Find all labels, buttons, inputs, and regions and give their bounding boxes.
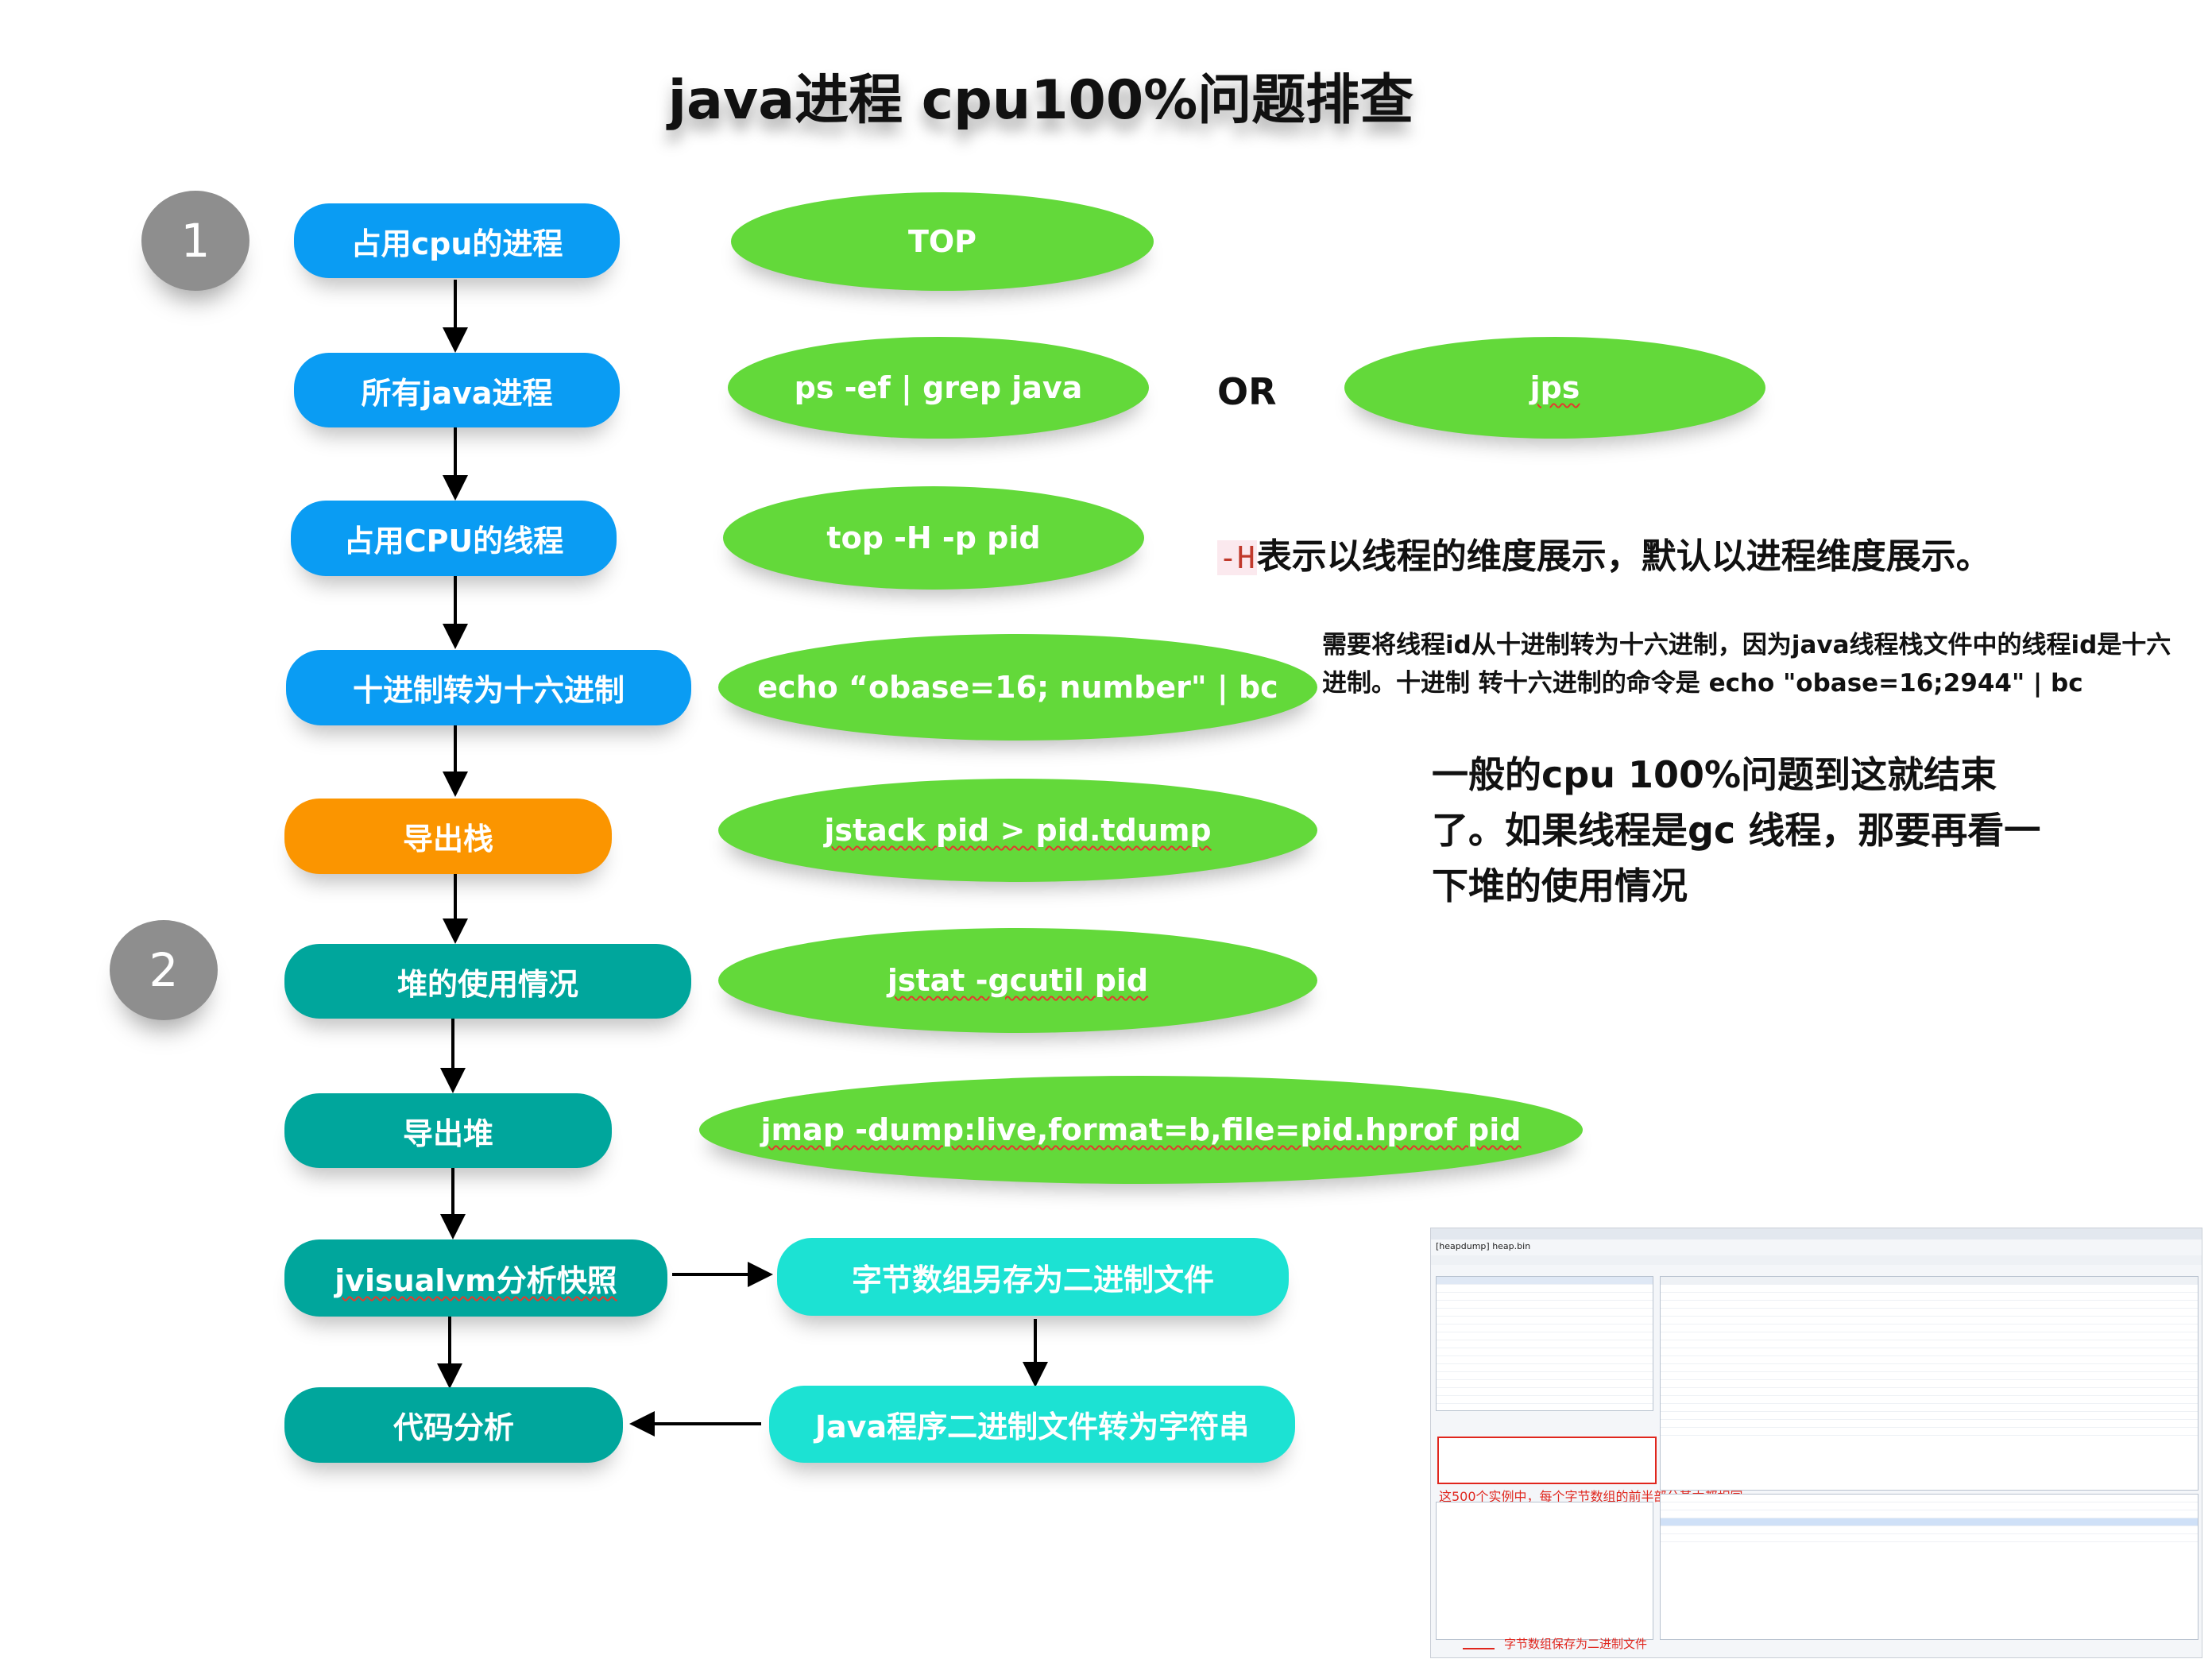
- cmd-jstack: jstack pid > pid.tdump: [718, 779, 1317, 882]
- step-cpu-threads: 占用CPU的线程: [291, 501, 617, 576]
- screenshot-references-pane: [1660, 1494, 2198, 1640]
- cmd-top: TOP: [731, 192, 1154, 291]
- step-dec-to-hex: 十进制转为十六进制: [286, 650, 691, 725]
- cmd-echo-bc: echo “obase=16; number" | bc: [718, 634, 1317, 741]
- cmd-jstack-label: jstack pid > pid.tdump: [824, 813, 1212, 848]
- cmd-jmap-label: jmap -dump:live,format=b,file=pid.hprof …: [760, 1112, 1522, 1147]
- cmd-jps: jps: [1344, 337, 1765, 439]
- h-flag-code: -H: [1217, 540, 1257, 575]
- cmd-jmap: jmap -dump:live,format=b,file=pid.hprof …: [699, 1076, 1583, 1184]
- note-h-flag: -H表示以线程的维度展示，默认以进程维度展示。: [1217, 528, 1991, 578]
- step-jvisualvm-label: jvisualvm分析快照: [335, 1263, 617, 1298]
- cmd-jps-label: jps: [1529, 370, 1580, 405]
- screenshot-fields-pane: [1660, 1276, 2198, 1491]
- screenshot-toolbar: [1431, 1255, 2202, 1265]
- step-code-analysis: 代码分析: [284, 1387, 623, 1463]
- step-heap-usage: 堆的使用情况: [284, 944, 691, 1019]
- screenshot-detail-pane: [1436, 1502, 1653, 1640]
- step-jvisualvm-analysis: jvisualvm分析快照: [284, 1239, 667, 1317]
- page-title: java进程 cpu100%问题排查: [667, 69, 1414, 132]
- screenshot-tabbar: [1431, 1228, 2202, 1239]
- screenshot-save-underline: [1463, 1648, 1495, 1649]
- screenshot-annotation-save: 字节数组保存为二进制文件: [1504, 1637, 1648, 1651]
- side-step-binary-to-string: Java程序二进制文件转为字符串: [769, 1386, 1295, 1463]
- cmd-jstat: jstat -gcutil pid: [718, 928, 1317, 1033]
- note-hex-conversion: 需要将线程id从十进制转为十六进制，因为java线程栈文件中的线程id是十六进制…: [1322, 631, 2171, 698]
- step-marker-1: 1: [141, 191, 249, 291]
- screenshot-bytes-box: [1437, 1437, 1657, 1484]
- note-summary: 一般的cpu 100%问题到这就结束了。如果线程是gc 线程，那要再看一下堆的使…: [1432, 753, 2041, 907]
- cmd-top-h: top -H -p pid: [723, 486, 1144, 590]
- cmd-ps-grep: ps -ef | grep java: [728, 337, 1149, 439]
- screenshot-window-title: [heapdump] heap.bin: [1436, 1241, 1531, 1251]
- step-export-stack: 导出栈: [284, 799, 612, 874]
- step-marker-2: 2: [110, 920, 218, 1020]
- h-flag-desc: 表示以线程的维度展示，默认以进程维度展示。: [1256, 536, 1991, 577]
- cmd-jstat-label: jstat -gcutil pid: [887, 963, 1149, 998]
- step-export-heap: 导出堆: [284, 1093, 612, 1168]
- side-step-save-bytes: 字节数组另存为二进制文件: [777, 1238, 1289, 1316]
- step-cpu-process: 占用cpu的进程: [294, 203, 620, 278]
- heapdump-screenshot: [heapdump] heap.bin 这500个实例中，每个字节数组的前半部分…: [1430, 1228, 2202, 1658]
- step-all-java-processes: 所有java进程: [294, 353, 620, 427]
- screenshot-instances-pane: [1436, 1276, 1653, 1411]
- or-label: OR: [1217, 370, 1277, 413]
